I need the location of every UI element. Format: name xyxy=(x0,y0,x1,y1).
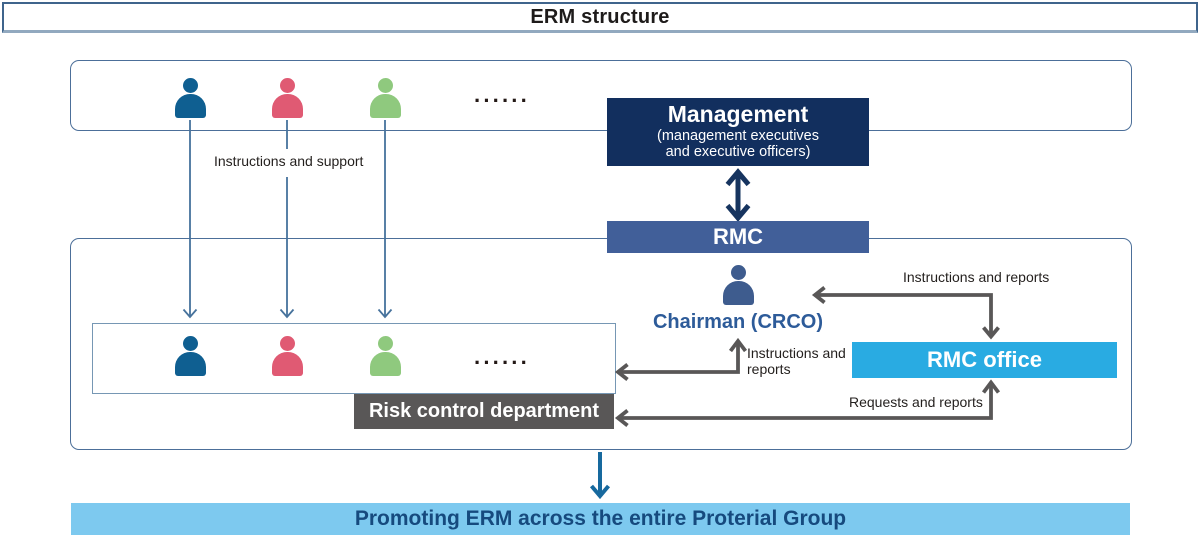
management-subtitle: (management executives and executive off… xyxy=(657,128,819,160)
ellipsis-lower: ······ xyxy=(474,350,530,375)
person-head xyxy=(182,78,198,93)
diagram-title: ERM structure xyxy=(530,5,670,28)
person-body xyxy=(369,352,401,376)
management-group-frame xyxy=(70,60,1132,131)
person-icon-blue-lower xyxy=(173,336,207,376)
person-head xyxy=(279,78,295,93)
person-icon-green-lower xyxy=(368,336,402,376)
person-icon-blue-upper xyxy=(173,78,207,118)
promotion-banner-label: Promoting ERM across the entire Proteria… xyxy=(354,507,847,530)
person-body xyxy=(369,94,401,118)
management-box: Management (management executives and ex… xyxy=(607,98,869,166)
person-body xyxy=(722,281,754,305)
rmc-box: RMC xyxy=(607,221,869,253)
risk-control-department-label: Risk control department xyxy=(368,400,600,422)
label-requests-and-reports: Requests and reports xyxy=(849,394,983,410)
person-icon-pink-lower xyxy=(270,336,304,376)
rmc-office-label: RMC office xyxy=(927,347,1042,372)
rmc-label: RMC xyxy=(712,224,764,249)
person-head xyxy=(730,265,746,280)
chairman-label: Chairman (CRCO) xyxy=(652,311,823,333)
risk-control-department-frame xyxy=(92,323,616,394)
ellipsis-upper: ······ xyxy=(474,88,530,113)
person-icon-pink-upper xyxy=(270,78,304,118)
double-arrow-management-rmc xyxy=(725,168,751,222)
person-head xyxy=(182,336,198,351)
person-body xyxy=(271,352,303,376)
person-head xyxy=(377,336,393,351)
arrow-to-banner xyxy=(589,452,611,500)
person-head xyxy=(377,78,393,93)
label-instructions-and-reports-mid: Instructions and reports xyxy=(747,345,846,377)
management-title: Management xyxy=(667,101,809,127)
label-instructions-and-support: Instructions and support xyxy=(214,153,364,169)
person-body xyxy=(174,94,206,118)
person-icon-green-upper xyxy=(368,78,402,118)
person-body xyxy=(271,94,303,118)
rmc-office-box: RMC office xyxy=(852,342,1117,378)
person-body xyxy=(174,352,206,376)
chairman-person-icon xyxy=(721,265,755,305)
promotion-banner: Promoting ERM across the entire Proteria… xyxy=(71,503,1130,535)
risk-control-department-box: Risk control department xyxy=(354,394,614,429)
label-instructions-and-reports-top: Instructions and reports xyxy=(903,269,1050,285)
person-head xyxy=(279,336,295,351)
diagram-title-box: ERM structure xyxy=(2,2,1198,33)
